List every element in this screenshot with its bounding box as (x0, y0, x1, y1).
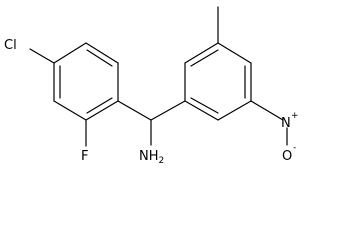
double-bond-inner (190, 97, 219, 114)
bond (184, 42, 219, 64)
molecule-structure: Cl F NH2 N + O - (4, 6, 299, 166)
fluorine-atom: F (81, 149, 88, 164)
bond (85, 100, 119, 121)
nitro-bond (250, 100, 284, 121)
double-bond-inner (86, 49, 113, 67)
amine-group: NH2 (139, 149, 164, 166)
methylnitrophenyl-ring (184, 42, 252, 121)
nitro-minus-charge: - (293, 143, 296, 153)
nitro-nitrogen-label: N (281, 116, 291, 131)
central-methine (117, 100, 186, 146)
bond (117, 100, 152, 121)
bond (184, 100, 219, 121)
bond (85, 42, 119, 64)
fluorine-label: F (81, 149, 88, 164)
structure-canvas: Cl F NH2 N + O - (4, 6, 299, 166)
chlorine-atom: Cl (4, 38, 17, 53)
chlorine-label: Cl (4, 38, 17, 53)
bond (217, 100, 252, 121)
bond (150, 100, 186, 121)
nitro-oxygen-label: O (282, 149, 292, 164)
bond (217, 42, 252, 64)
bond (53, 42, 87, 64)
chlorofluorophenyl-ring (53, 42, 119, 121)
double-bond-inner (86, 97, 113, 114)
nitro-plus-charge: + (291, 111, 299, 121)
nitro-group: N + O - (281, 111, 299, 164)
chlorine-bond (29, 48, 55, 64)
amine-label: NH2 (139, 149, 164, 166)
double-bond-inner (190, 49, 219, 67)
bond (53, 100, 87, 121)
